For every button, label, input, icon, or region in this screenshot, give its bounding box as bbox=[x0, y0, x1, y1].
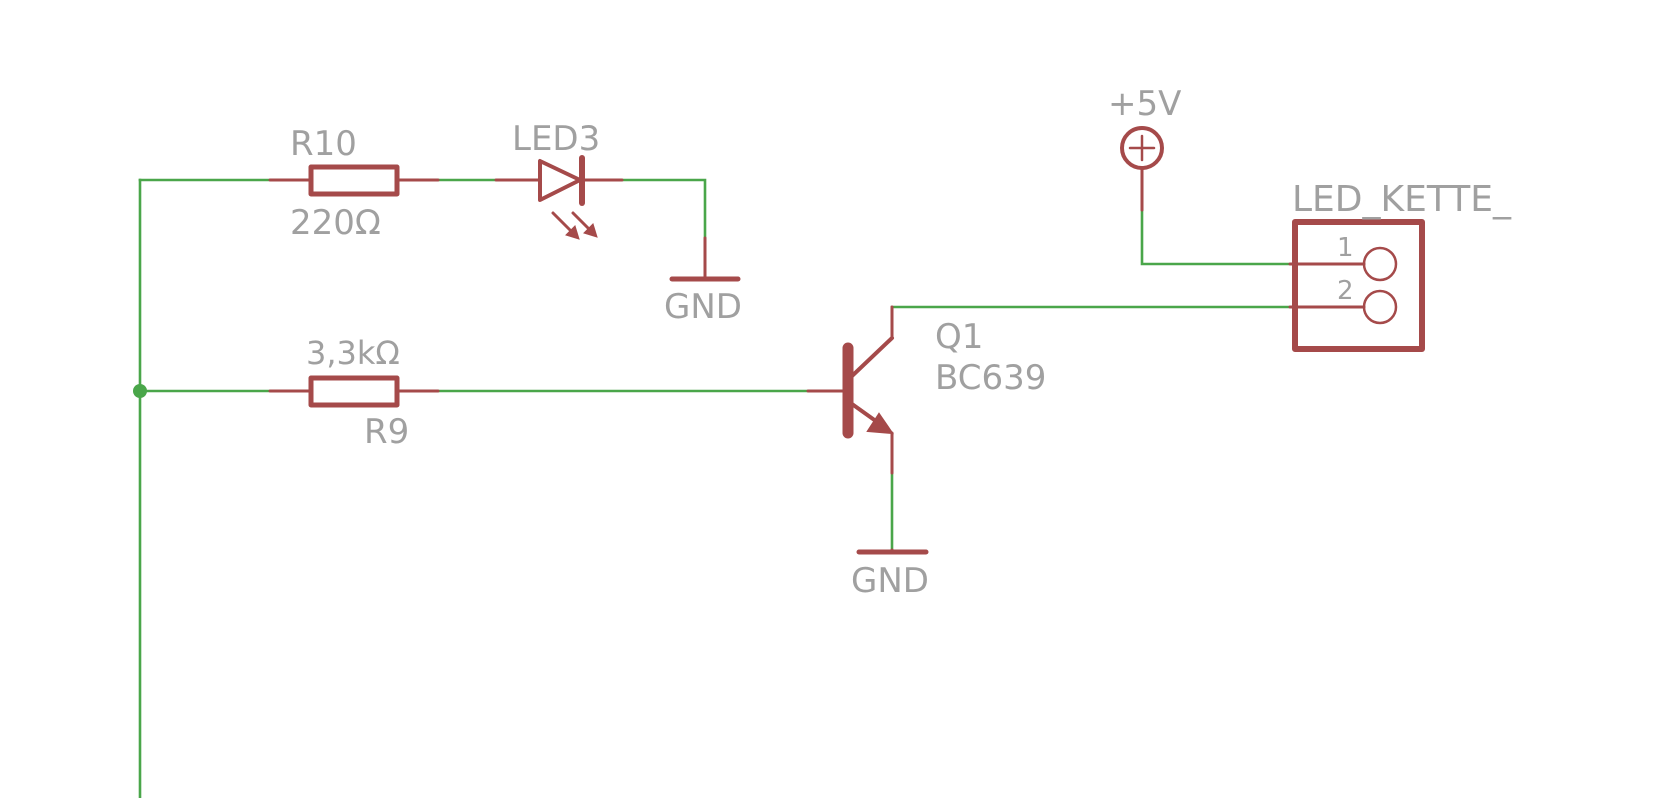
resistor-r10: R10 220Ω bbox=[268, 124, 440, 243]
led3-light-arrows-icon bbox=[551, 211, 598, 240]
led3-name-label: LED3 bbox=[512, 119, 600, 159]
connector-body bbox=[1292, 219, 1425, 352]
led-led3: LED3 bbox=[494, 119, 624, 240]
led3-anode-triangle bbox=[538, 159, 582, 202]
r9-body bbox=[308, 375, 400, 408]
connector-name-label: LED_KETTE_ bbox=[1292, 179, 1512, 220]
wire-junction bbox=[133, 384, 147, 398]
resistor-r9: 3,3kΩ R9 bbox=[268, 334, 440, 452]
r10-value-label: 220Ω bbox=[290, 203, 381, 243]
connector-pin2-label: 2 bbox=[1337, 276, 1354, 306]
ground-symbol-q1: GND bbox=[851, 548, 929, 601]
r10-name-label: R10 bbox=[290, 124, 357, 164]
connector-pin1-label: 1 bbox=[1337, 233, 1354, 263]
supply-label: +5V bbox=[1108, 84, 1181, 124]
wires bbox=[133, 178, 1292, 798]
wire-led3-to-gnd bbox=[620, 178, 707, 240]
connector-pin2-icon bbox=[1362, 289, 1398, 325]
q1-emitter-arrow-icon bbox=[866, 412, 895, 435]
ground-symbol-led: GND bbox=[664, 236, 742, 327]
gnd-q1-label: GND bbox=[851, 561, 929, 601]
r9-name-label: R9 bbox=[364, 412, 409, 452]
q1-value-label: BC639 bbox=[935, 358, 1046, 398]
connector-led-kette: LED_KETTE_ 1 2 bbox=[1288, 179, 1512, 352]
connector-pin1-icon bbox=[1362, 246, 1398, 282]
gnd-led-label: GND bbox=[664, 287, 742, 327]
r10-body bbox=[308, 164, 400, 197]
q1-name-label: Q1 bbox=[935, 317, 983, 357]
q1-collector bbox=[850, 336, 894, 378]
supply-symbol-5v: +5V bbox=[1108, 84, 1181, 212]
transistor-q1: Q1 BC639 bbox=[806, 305, 1046, 475]
r9-value-label: 3,3kΩ bbox=[306, 334, 400, 372]
wire-5v-to-pin1 bbox=[1140, 208, 1292, 266]
